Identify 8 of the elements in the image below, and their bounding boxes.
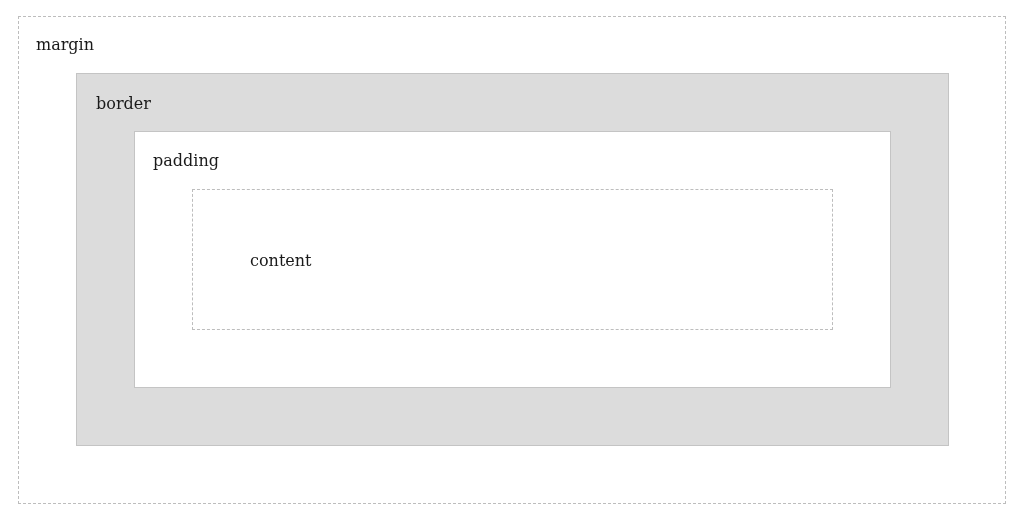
area-label: margin — [36, 35, 95, 55]
content-area — [192, 189, 833, 330]
padding-area — [134, 131, 891, 388]
area-label: border — [96, 94, 151, 114]
margin-area — [18, 16, 1006, 504]
area-label: content — [250, 251, 312, 271]
area-label: padding — [153, 151, 219, 171]
border-area — [76, 73, 949, 446]
